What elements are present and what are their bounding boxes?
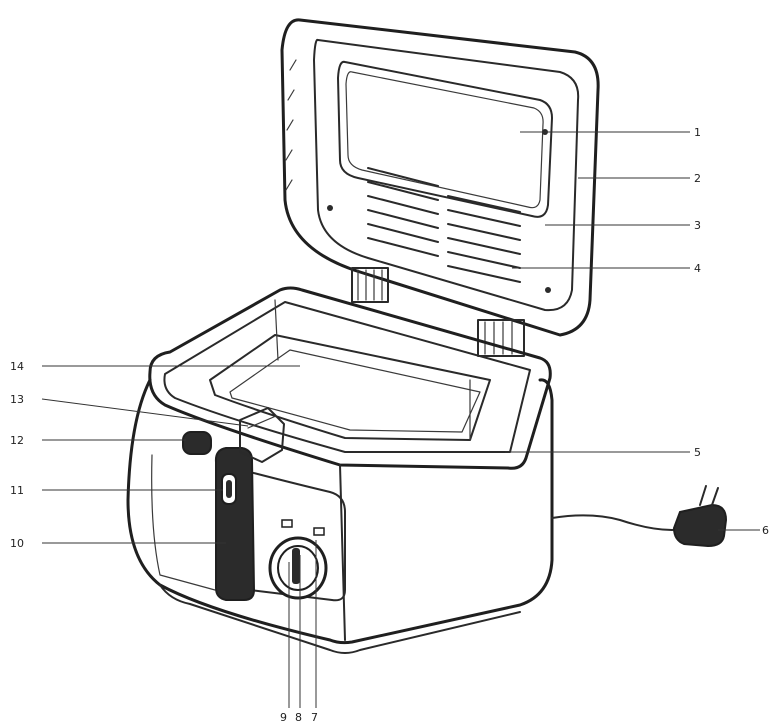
callout-10: 10 <box>10 537 24 550</box>
indicator-light-right <box>313 527 325 536</box>
callout-11: 11 <box>10 484 24 497</box>
callout-14: 14 <box>10 360 24 373</box>
viewing-window <box>337 60 553 218</box>
callout-2: 2 <box>694 172 701 185</box>
hinge-right <box>477 319 525 357</box>
power-plug <box>672 485 728 548</box>
control-panel <box>241 469 346 602</box>
callout-lines <box>41 131 760 708</box>
lid-release-button[interactable] <box>182 431 212 455</box>
handle-bracket <box>239 407 285 463</box>
leader-13 <box>41 398 249 427</box>
filter-grille-left <box>367 167 439 257</box>
callout-13: 13 <box>10 393 24 406</box>
callout-8: 8 <box>295 711 302 724</box>
lid <box>280 18 600 357</box>
callout-9: 9 <box>280 711 287 724</box>
callout-12: 12 <box>10 434 24 447</box>
callout-3: 3 <box>694 219 701 232</box>
callout-4: 4 <box>694 262 701 275</box>
callout-6: 6 <box>762 524 769 537</box>
callout-5: 5 <box>694 446 701 459</box>
indicator-light-left <box>281 519 293 528</box>
fryer-body <box>126 286 554 654</box>
callout-7: 7 <box>311 711 318 724</box>
power-cord <box>551 514 691 531</box>
callout-labels: 1 2 3 4 5 6 7 8 9 10 11 12 13 14 <box>10 126 769 724</box>
filter-grille-right <box>447 195 521 283</box>
temperature-knob[interactable] <box>268 536 328 600</box>
hinge-left <box>351 267 389 303</box>
callout-1: 1 <box>694 126 701 139</box>
basket-handle[interactable] <box>214 447 256 601</box>
